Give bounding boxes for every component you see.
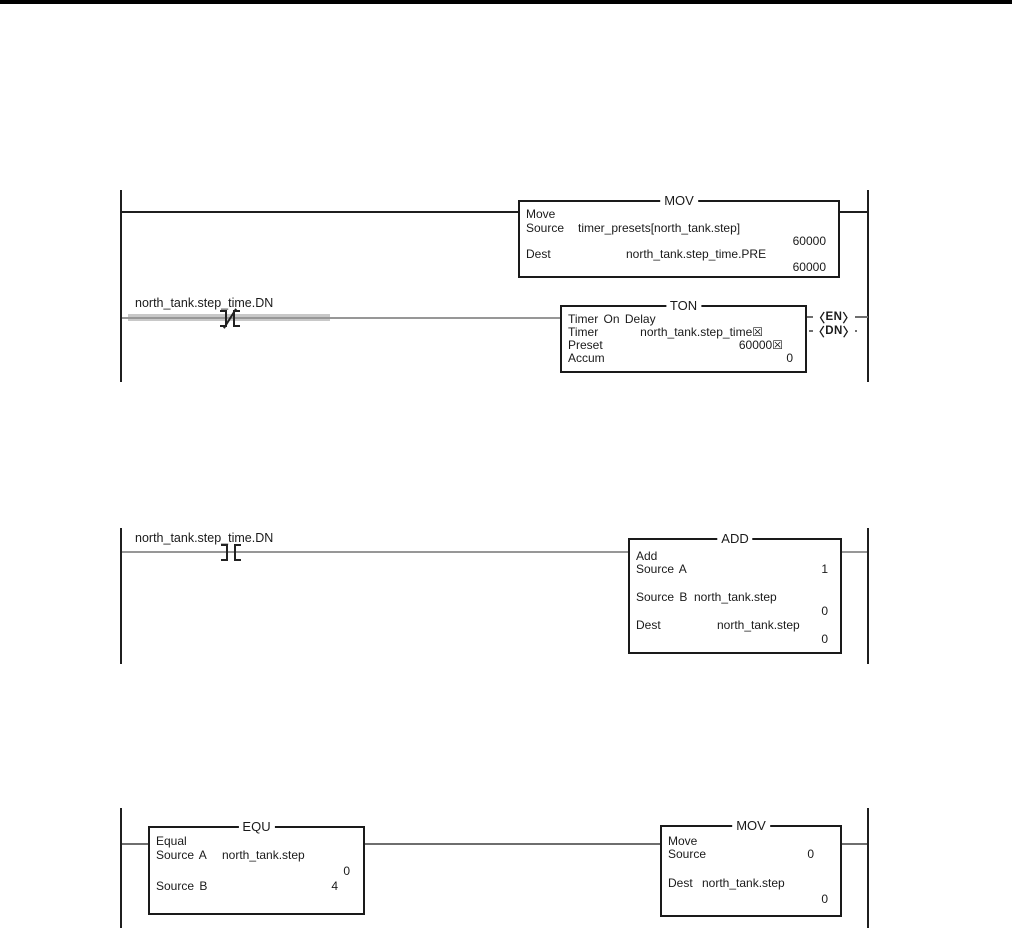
rung-wire (842, 551, 867, 553)
mov-instruction-block: MOV Move Source timer_presets[north_tank… (518, 193, 840, 278)
ton-instruction-block: TON Timer On Delay Timer north_tank.step… (560, 298, 807, 373)
left-power-rail (120, 190, 122, 382)
instruction-title: MOV (732, 818, 770, 833)
operand-tag: north_tank.step (717, 618, 800, 632)
add-instruction-block: ADD Add Source A 1 Source B north_tank.s… (628, 531, 842, 654)
left-power-rail (120, 808, 122, 928)
instruction-mnemonic: Add (636, 549, 658, 563)
rung-wire (122, 211, 518, 213)
instruction-mnemonic: Move (668, 834, 698, 848)
operand-value: 0 (807, 847, 814, 861)
instruction-title: MOV (660, 193, 698, 208)
right-power-rail (867, 528, 869, 664)
operand-value: 4 (331, 879, 338, 893)
coil-bracket-icon: 〉 (842, 310, 856, 325)
operand-value: 1 (821, 562, 828, 576)
param-label: Source (668, 847, 707, 861)
param-label: Accum (568, 351, 605, 365)
equ-instruction-block: EQU Equal Source A north_tank.step 0 Sou… (148, 819, 365, 915)
rung-wire (842, 843, 867, 845)
operand-value: 60000☒ (738, 338, 783, 352)
operand-value: 0 (821, 892, 828, 906)
param-label: Dest (636, 618, 661, 632)
operand-value: 0 (786, 351, 793, 365)
operand-value: 60000 (792, 234, 826, 248)
instruction-mnemonic: Equal (156, 834, 187, 848)
instruction-mnemonic: Timer On Delay (568, 312, 656, 326)
param-label: Dest (526, 247, 551, 261)
operand-value: 0 (821, 632, 828, 646)
operand-tag: north_tank.step (702, 876, 785, 890)
rung-wire (365, 843, 660, 845)
right-power-rail (867, 190, 869, 382)
right-power-rail (867, 808, 869, 928)
param-label: Timer (568, 325, 599, 339)
rung-wire (840, 211, 867, 213)
operand-tag: timer_presets[north_tank.step] (578, 221, 741, 235)
param-label: Source B (636, 590, 688, 604)
operand-tag: north_tank.step_time.PRE (626, 247, 767, 261)
operand-value: 60000 (792, 260, 826, 274)
left-power-rail (120, 528, 122, 664)
page-top-edge (0, 0, 1012, 4)
tag-name-label: north_tank.step_time.DN (135, 531, 274, 545)
operand-tag: north_tank.step (222, 848, 305, 862)
rung-wire (122, 317, 560, 319)
rung-wire (122, 843, 148, 845)
contact-bracket-icon (233, 310, 240, 327)
param-label: Dest (668, 876, 693, 890)
param-label: Source B (156, 879, 208, 893)
coil-label: DN (825, 325, 843, 337)
param-label: Preset (568, 338, 603, 352)
dn-output-coil: 〈 DN 〉 (812, 324, 856, 339)
param-label: Source (526, 221, 565, 235)
instruction-title: TON (665, 298, 702, 313)
rung-wire (122, 551, 628, 553)
en-output-coil: 〈 EN 〉 (813, 310, 856, 325)
instruction-title: EQU (238, 819, 275, 834)
operand-tag: north_tank.step_time☒ (640, 325, 763, 339)
operand-value: 0 (343, 864, 350, 878)
param-label: Source A (156, 848, 207, 862)
coil-bracket-icon: 〈 (812, 324, 826, 339)
xio-contact (220, 308, 240, 329)
coil-label: EN (825, 311, 843, 323)
mov-instruction-block: MOV Move Source 0 Dest north_tank.step 0 (660, 818, 842, 917)
instruction-title: ADD (717, 531, 753, 546)
param-label: Source A (636, 562, 687, 576)
contact-bracket-icon (221, 544, 228, 561)
contact-bracket-icon (234, 544, 241, 561)
instruction-mnemonic: Move (526, 207, 556, 221)
tag-name-label: north_tank.step_time.DN (135, 296, 274, 310)
operand-value: 0 (821, 604, 828, 618)
xic-contact (221, 544, 241, 561)
operand-tag: north_tank.step (694, 590, 777, 604)
coil-bracket-icon: 〈 (813, 310, 826, 325)
coil-bracket-icon: 〉 (842, 324, 856, 339)
